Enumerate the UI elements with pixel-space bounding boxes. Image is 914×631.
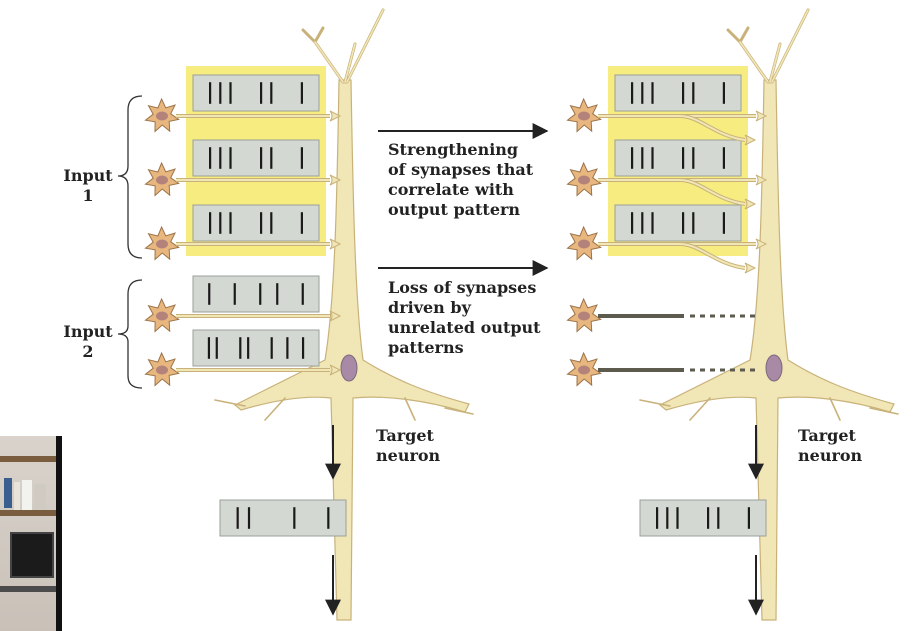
input-cell-nucleus xyxy=(578,239,590,249)
input-cell-left-4 xyxy=(144,297,180,333)
target-neuron-label-right: Target neuron xyxy=(798,426,863,465)
input-cell-nucleus xyxy=(156,239,168,249)
input-cell-nucleus xyxy=(156,365,168,375)
spike-box-input2-a-left xyxy=(192,275,320,313)
input-cell-left-2 xyxy=(144,161,180,197)
spike-box-input2-b-left xyxy=(192,329,320,367)
input-cell-left-5 xyxy=(144,351,180,387)
input-cell-right-1 xyxy=(566,97,602,133)
spike-box-input1-a-right-bg xyxy=(614,74,742,112)
new-branch-core-right-2 xyxy=(679,179,746,205)
loss-caption: Loss of synapses driven by unrelated out… xyxy=(388,278,541,357)
input2-label: Input 2 xyxy=(63,322,113,361)
spike-box-input1-a-left-bg xyxy=(192,74,320,112)
spike-box-input1-c-left xyxy=(192,204,320,242)
input-cell-nucleus xyxy=(156,175,168,185)
spike-box-input1-b-right xyxy=(614,139,742,177)
input-cell-nucleus xyxy=(578,365,590,375)
webcam-overlay xyxy=(0,436,62,631)
spike-box-input1-c-right-bg xyxy=(614,204,742,242)
synapse-terminal-left-3 xyxy=(329,238,342,250)
input2-brace xyxy=(117,279,143,389)
input-cell-nucleus xyxy=(156,311,168,321)
target-neuron-label-left: Target neuron xyxy=(376,426,441,465)
new-branch-core-right-1 xyxy=(679,115,746,141)
input-cell-right-2 xyxy=(566,161,602,197)
spike-box-input1-b-left-bg xyxy=(192,139,320,177)
spike-box-input1-b-left xyxy=(192,139,320,177)
new-branch-core-right-3 xyxy=(679,243,746,269)
input-cell-right-lost-2 xyxy=(566,351,602,387)
input-cell-right-lost-1 xyxy=(566,297,602,333)
synapse-terminal-right-1 xyxy=(755,110,768,122)
output-spike-box-right-bg xyxy=(639,499,767,537)
input-cell-nucleus xyxy=(578,175,590,185)
neuron-body xyxy=(658,79,895,621)
spike-box-input1-a-right xyxy=(614,74,742,112)
target-neuron-right xyxy=(639,8,899,621)
synapse-terminal-right-2 xyxy=(755,174,768,186)
synapse-terminal-right-3 xyxy=(755,238,768,250)
spike-box-input1-a-left xyxy=(192,74,320,112)
strengthening-caption: Strengthening of synapses that correlate… xyxy=(388,140,534,219)
basal-dendrites xyxy=(639,397,899,421)
input-cell-left-1 xyxy=(144,97,180,133)
output-spike-box-left-bg xyxy=(219,499,347,537)
spike-box-input2-a-left-bg xyxy=(192,275,320,313)
target-neuron-left xyxy=(214,8,474,621)
neuron-nucleus xyxy=(765,354,783,382)
spike-box-input1-c-left-bg xyxy=(192,204,320,242)
apical-dendrites-fill xyxy=(314,9,384,83)
output-spike-box-left xyxy=(219,499,347,537)
neuron-body xyxy=(233,79,470,621)
new-branch-terminal-right-2 xyxy=(744,198,757,210)
synapse-terminal-left-1 xyxy=(329,110,342,122)
synapse-terminal-left-2 xyxy=(329,174,342,186)
input1-label: Input 1 xyxy=(63,166,113,205)
apical-dendrites-fill xyxy=(739,9,809,83)
input-cell-left-3 xyxy=(144,225,180,261)
spike-box-input1-b-right-bg xyxy=(614,139,742,177)
input-cell-nucleus xyxy=(578,111,590,121)
input-cell-nucleus xyxy=(156,111,168,121)
new-branch-terminal-right-1 xyxy=(744,134,757,146)
input-cell-nucleus xyxy=(578,311,590,321)
basal-dendrites xyxy=(214,397,474,421)
spike-box-input1-c-right xyxy=(614,204,742,242)
input-cell-right-3 xyxy=(566,225,602,261)
new-branch-terminal-right-3 xyxy=(744,262,757,274)
input1-brace xyxy=(117,95,143,259)
synapse-terminal-left-5 xyxy=(329,364,342,376)
output-spike-box-right xyxy=(639,499,767,537)
spike-box-input2-b-left-bg xyxy=(192,329,320,367)
synapse-terminal-left-4 xyxy=(329,310,342,322)
monitor-icon xyxy=(10,532,54,578)
neuron-nucleus xyxy=(340,354,358,382)
